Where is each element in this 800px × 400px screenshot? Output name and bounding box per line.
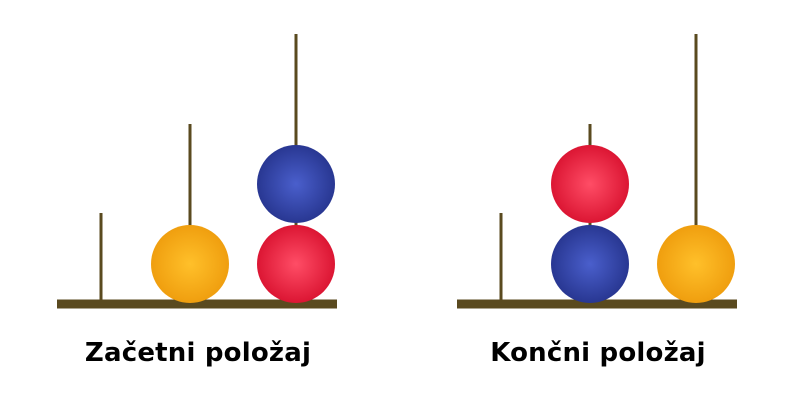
base-board [457,299,737,309]
red-ball [551,145,629,223]
orange-ball [657,225,735,303]
base-board [57,299,337,309]
end-position-caption: Končni položaj [490,338,706,368]
blue-ball [257,145,335,223]
start-position-caption: Začetni položaj [84,338,312,368]
start-position-panel [57,34,337,309]
blue-ball [551,225,629,303]
red-ball [257,225,335,303]
end-position-panel [457,34,737,309]
orange-ball [151,225,229,303]
